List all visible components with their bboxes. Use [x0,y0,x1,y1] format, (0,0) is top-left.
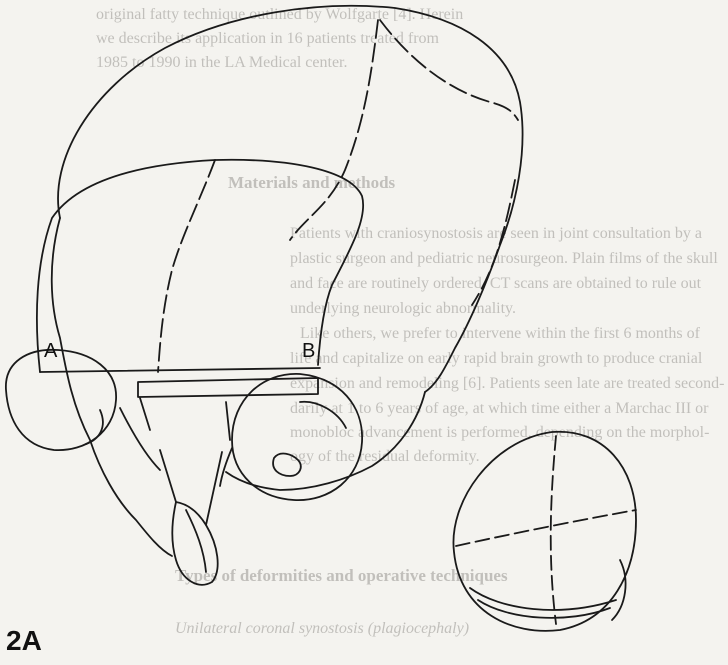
right-orbit-rim [300,402,346,428]
left-face-outline [52,218,172,556]
frontal-process [120,408,232,486]
squamosal-suture [472,180,515,305]
right-orbit [232,374,362,500]
medial-wall [140,398,230,440]
point-a-label: A [44,340,58,362]
point-b-label: B [302,340,315,362]
top-view-coronal-suture [456,510,636,546]
right-orbit-notch [273,454,301,476]
coronal-suture [290,20,378,240]
bone-strip [138,378,318,397]
skull-top-view [453,432,636,631]
metopic-suture [158,160,215,372]
figure-label: 2A [6,625,42,657]
nasal-bone [172,502,217,585]
skull-outline [58,6,523,392]
nasal-aperture [160,450,222,525]
top-view-sagittal-suture [551,436,556,624]
osteotomy-line [40,368,320,372]
sagittal-suture [380,20,518,120]
